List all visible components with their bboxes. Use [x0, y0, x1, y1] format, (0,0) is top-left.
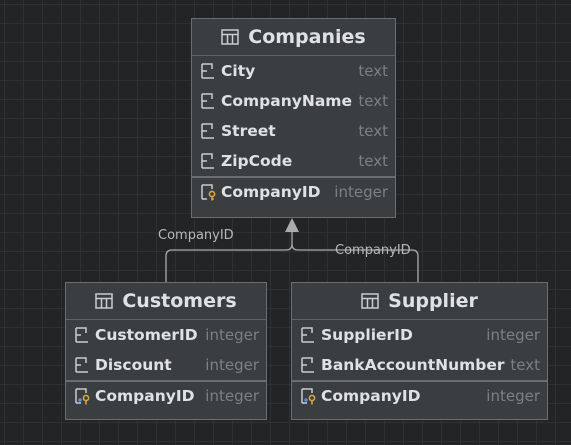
column-row[interactable]: CustomerID integer [66, 320, 266, 350]
column-type: text [358, 152, 388, 170]
column-row[interactable]: Discount integer [66, 350, 266, 380]
column-name: Street [221, 122, 276, 140]
column-row[interactable]: Street text [192, 116, 395, 146]
column-type: text [358, 62, 388, 80]
column-type: text [358, 92, 388, 110]
foreign-key-row[interactable]: CompanyID integer [292, 380, 547, 410]
column-type: integer [205, 326, 259, 344]
relation-label-customers: CompanyID [158, 228, 234, 243]
supplier-companies-connector[interactable] [291, 243, 419, 282]
column-row[interactable]: ZipCode text [192, 146, 395, 176]
inheritance-arrowhead [285, 218, 299, 232]
column-row[interactable]: CompanyName text [192, 86, 395, 116]
table-icon [95, 293, 114, 309]
column-icon [298, 325, 318, 345]
column-type: integer [334, 183, 388, 201]
table-title: Customers [122, 290, 237, 312]
column-name: CompanyID [221, 183, 321, 201]
table-icon [361, 293, 379, 309]
column-type: text [510, 356, 540, 374]
table-icon [221, 29, 240, 45]
column-icon [198, 151, 218, 171]
table-title: Companies [248, 26, 366, 48]
table-title: Supplier [388, 290, 478, 312]
column-type: integer [486, 326, 540, 344]
column-name: ZipCode [221, 152, 293, 170]
column-icon [72, 325, 92, 345]
primary-key-icon [198, 182, 218, 202]
column-type: integer [205, 356, 259, 374]
column-type: integer [205, 387, 259, 405]
column-name: BankAccountNumber [321, 356, 505, 374]
column-name: CompanyName [221, 92, 352, 110]
column-type: text [358, 122, 388, 140]
column-row[interactable]: City text [192, 56, 395, 86]
column-icon [72, 355, 92, 375]
table-header: Customers [66, 283, 266, 320]
column-icon [198, 91, 218, 111]
table-header: Supplier [292, 283, 547, 320]
column-name: CustomerID [95, 326, 198, 344]
column-icon [198, 121, 218, 141]
column-icon [298, 355, 318, 375]
table-supplier[interactable]: Supplier SupplierID integer BankAccountN… [291, 282, 548, 420]
column-type: integer [486, 387, 540, 405]
table-companies[interactable]: Companies City text CompanyName text Str… [191, 18, 396, 218]
column-row[interactable]: BankAccountNumber text [292, 350, 547, 380]
table-customers[interactable]: Customers CustomerID integer Discount in… [65, 282, 267, 420]
relation-label-supplier: CompanyID [335, 243, 411, 258]
foreign-key-icon [298, 386, 318, 406]
column-name: CompanyID [321, 387, 421, 405]
column-name: SupplierID [321, 326, 413, 344]
primary-key-row[interactable]: CompanyID integer [192, 176, 395, 206]
foreign-key-icon [72, 386, 92, 406]
column-name: CompanyID [95, 387, 195, 405]
table-header: Companies [192, 19, 395, 56]
column-row[interactable]: SupplierID integer [292, 320, 547, 350]
column-name: Discount [95, 356, 172, 374]
column-name: City [221, 62, 256, 80]
column-icon [198, 61, 218, 81]
foreign-key-row[interactable]: CompanyID integer [66, 380, 266, 410]
